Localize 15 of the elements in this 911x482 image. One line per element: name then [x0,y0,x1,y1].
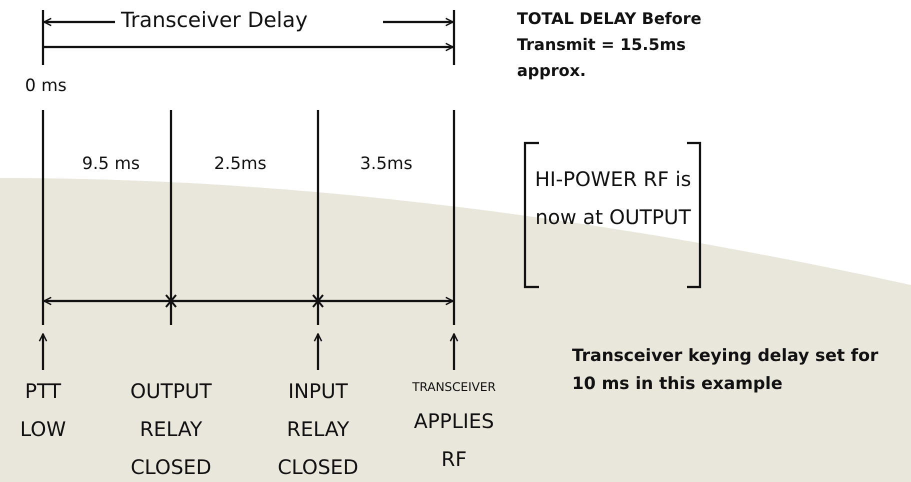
time-label: 3.5ms [360,154,412,174]
event-label: OUTPUT RELAY CLOSED [129,378,213,481]
arrow [38,333,48,370]
event-label: PTT LOW [19,378,67,443]
event-label: TRANSCEIVER [411,379,497,396]
time-label: 0 ms [25,76,67,96]
note-text: TOTAL DELAY Before Transmit = 15.5ms approx. [517,8,702,82]
event-label: INPUT RELAY CLOSED [276,378,360,481]
note-text: Transceiver keying delay set for 10 ms in this example [572,345,880,396]
time-label: 2.5ms [214,154,266,174]
note-text: HI-POWER RF is now at OUTPUT [534,166,692,231]
arrow [450,333,458,370]
time-label: 9.5 ms [82,154,140,174]
arrow [314,333,322,370]
event-label: APPLIES RF [412,408,496,473]
